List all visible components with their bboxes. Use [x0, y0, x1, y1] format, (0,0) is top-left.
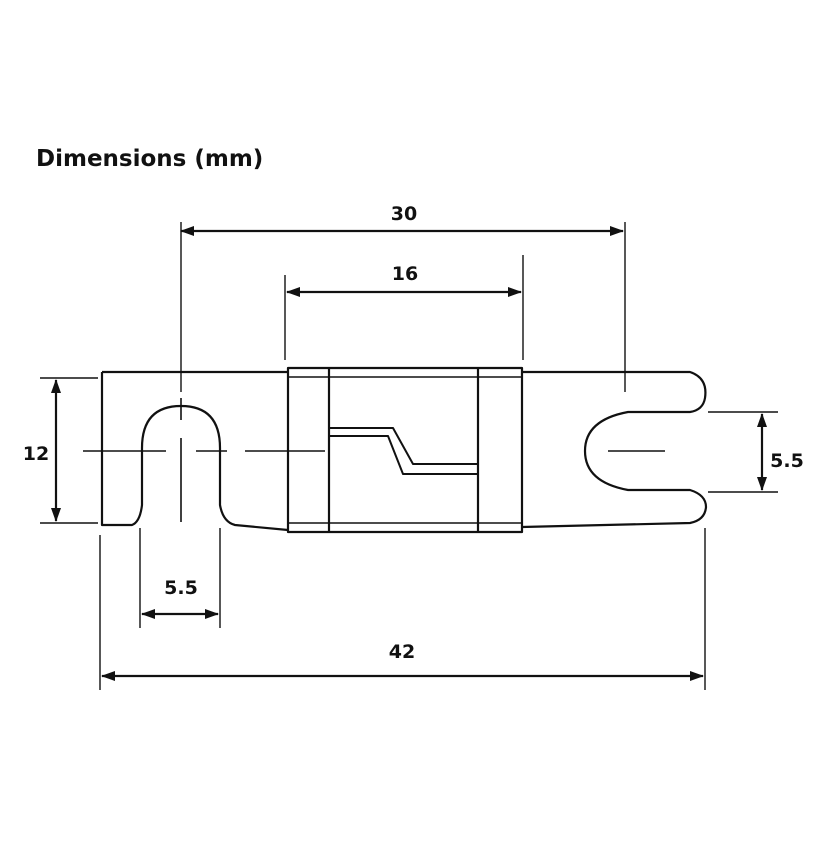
dim-5-5-left-label: 5.5: [164, 577, 198, 599]
dimension-lines: [51, 226, 767, 681]
dim-5-5-right-label: 5.5: [770, 450, 804, 472]
dim-16-label: 16: [392, 263, 418, 285]
dim-42-label: 42: [389, 641, 415, 663]
fuse-element: [329, 427, 478, 465]
dim-30-label: 30: [391, 203, 417, 225]
page-title: Dimensions (mm): [36, 146, 264, 172]
fuse-body: [286, 366, 524, 534]
extension-lines: [40, 222, 778, 690]
fuse-outline: [100, 366, 708, 534]
centerlines: [83, 398, 665, 522]
dim-12-label: 12: [23, 443, 49, 465]
right-terminal: [521, 370, 708, 529]
